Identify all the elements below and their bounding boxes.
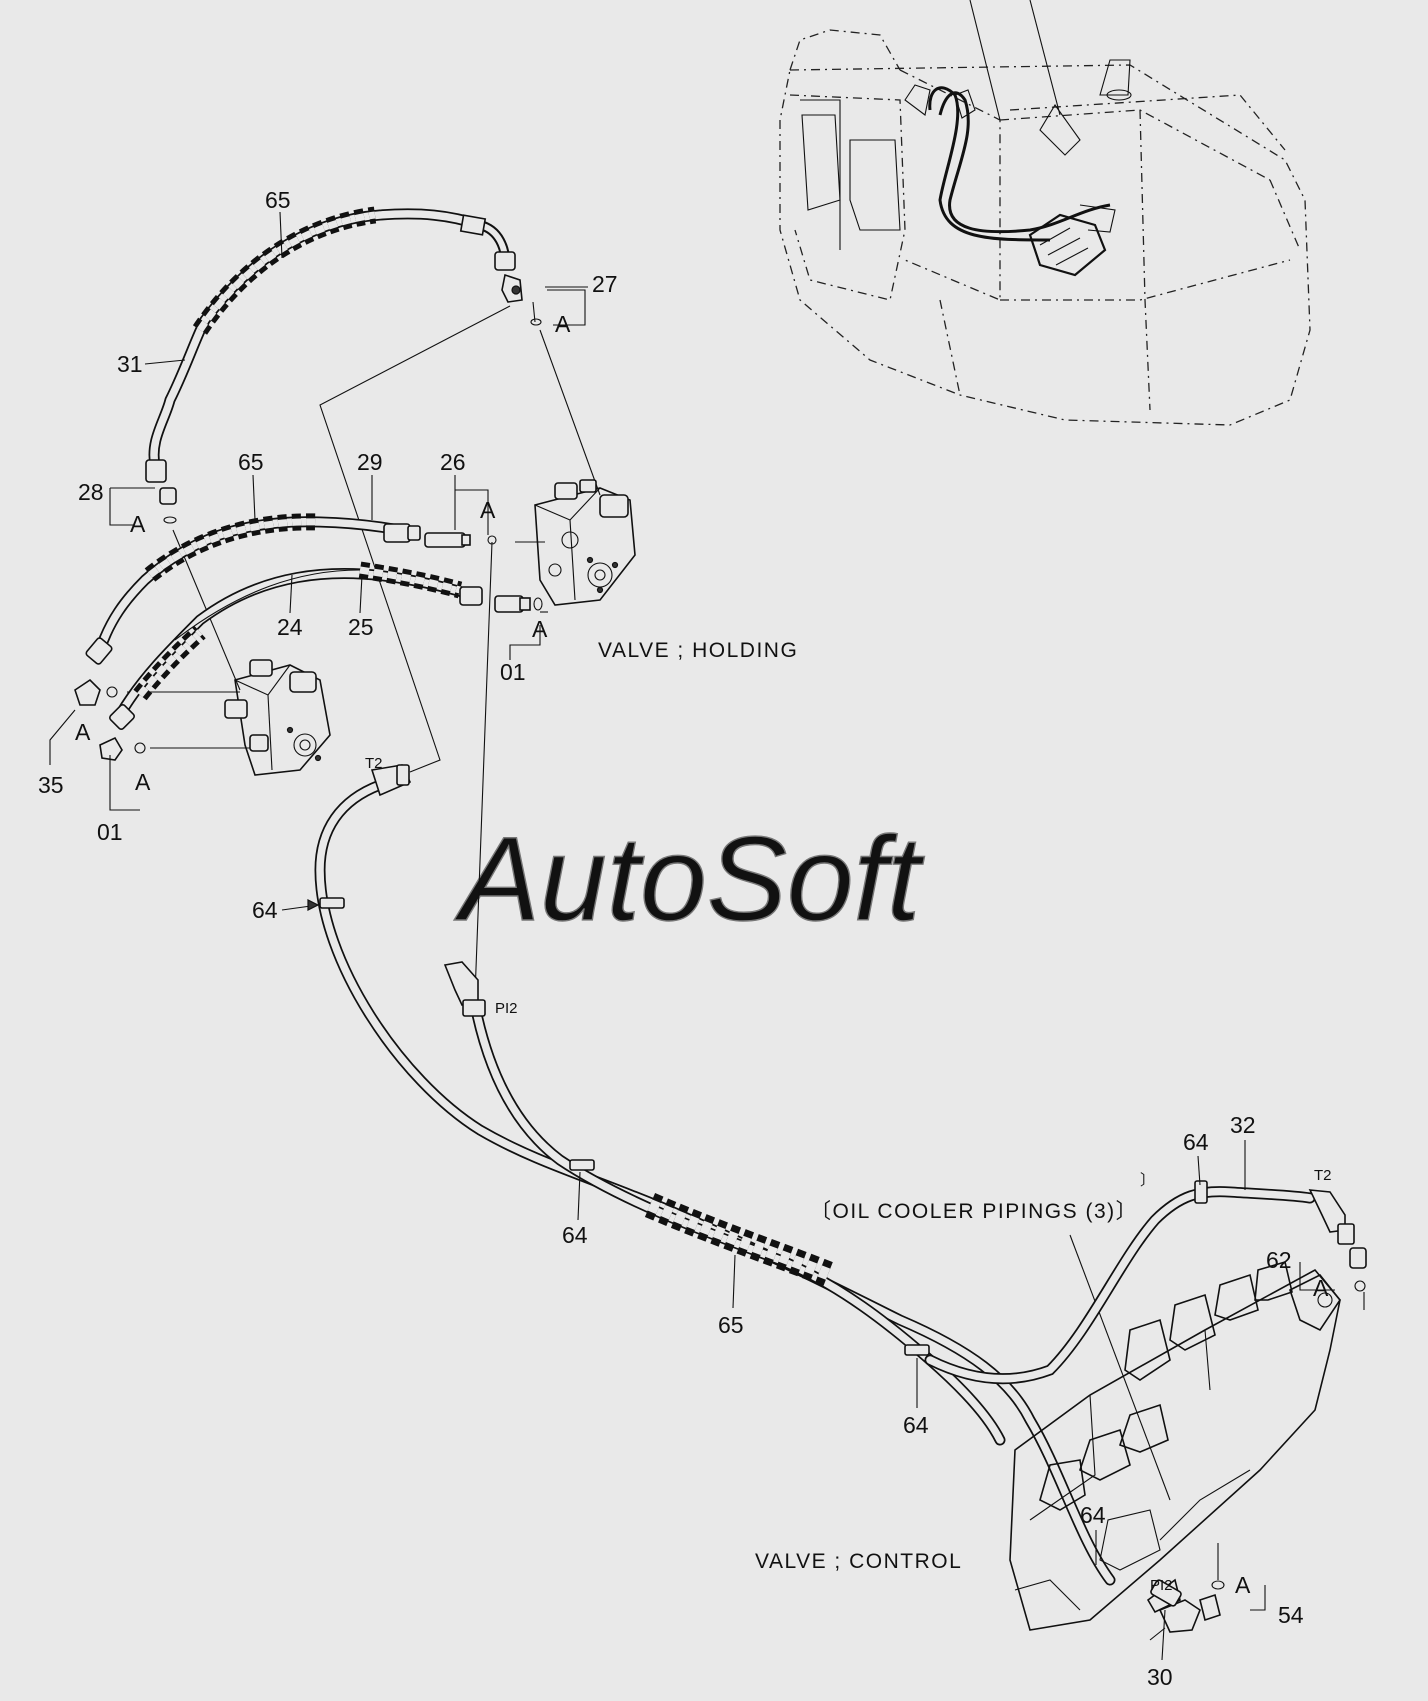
caption-valve-holding: VALVE ; HOLDING: [598, 639, 798, 662]
callout-25: 25: [348, 614, 374, 640]
callout-65-bottom: 65: [718, 1312, 744, 1338]
port-t2-right: T2: [1314, 1167, 1332, 1184]
callout-29: 29: [357, 449, 383, 475]
caption-valve-control: VALVE ; CONTROL: [755, 1550, 962, 1573]
seal-a-62: A: [1313, 1275, 1329, 1301]
port-labels: T2 PI2 T2 PI2: [365, 755, 1332, 1594]
seal-a-01-right: A: [532, 616, 548, 642]
excavator-overview: [779, 0, 1311, 426]
fittings-left: [74, 535, 543, 761]
control-valve: [1009, 1260, 1341, 1633]
holding-valve-upper: [534, 479, 636, 606]
port-pi2-lower: PI2: [1150, 1577, 1173, 1594]
callout-30: 30: [1147, 1664, 1173, 1690]
captions: VALVE ; HOLDING VALVE ; CONTROL 〔OIL COO…: [598, 639, 1155, 1573]
callout-31: 31: [117, 351, 143, 377]
port-t2-upper: T2: [365, 755, 383, 772]
callout-35: 35: [38, 772, 64, 798]
callout-32: 32: [1230, 1112, 1256, 1138]
callout-54: 54: [1278, 1602, 1304, 1628]
seal-marks: A A A A A A A A: [75, 311, 1329, 1598]
brackets: [49, 289, 1335, 1641]
callout-01-right: 01: [500, 659, 526, 685]
callout-64-top-right: 64: [1183, 1129, 1209, 1155]
seal-a-27: A: [555, 311, 571, 337]
callouts: 65 27 31 28 65 29 26 24 25 01 35 01 64 6…: [38, 187, 1304, 1690]
hoses-main: [314, 764, 1367, 1586]
hose-65-top: [145, 206, 542, 524]
callout-28: 28: [78, 479, 104, 505]
callout-65-mid: 65: [238, 449, 264, 475]
seal-a-26: A: [480, 497, 496, 523]
callout-65-top: 65: [265, 187, 291, 213]
callout-64-center: 64: [562, 1222, 588, 1248]
callout-64-lower: 64: [903, 1412, 929, 1438]
hoses-middle: [85, 513, 531, 730]
callout-64-left: 64: [252, 897, 278, 923]
seal-a-54: A: [1235, 1572, 1251, 1598]
callout-27: 27: [592, 271, 618, 297]
callout-01-left: 01: [97, 819, 123, 845]
seal-a-01-left: A: [135, 769, 151, 795]
callout-24: 24: [277, 614, 303, 640]
callout-64-bottom: 64: [1080, 1502, 1106, 1528]
caption-oil-cooler-pipings: 〔OIL COOLER PIPINGS (3)〕: [810, 1200, 1138, 1223]
seal-a-35: A: [75, 719, 91, 745]
caption-bracket-mark: 〕: [1140, 1172, 1155, 1189]
port-pi2-upper: PI2: [495, 1000, 518, 1017]
watermark: AutoSoft: [454, 812, 925, 946]
holding-valve-lower: [224, 659, 331, 776]
seal-a-28: A: [130, 511, 146, 537]
callout-62: 62: [1266, 1247, 1292, 1273]
callout-26: 26: [440, 449, 466, 475]
